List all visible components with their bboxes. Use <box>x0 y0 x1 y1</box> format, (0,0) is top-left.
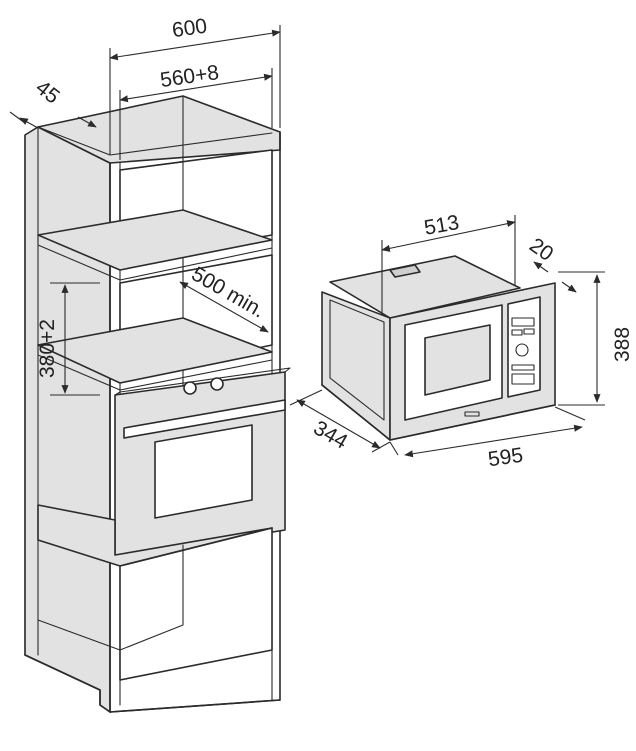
dim-niche-width: 560+8 <box>159 61 221 92</box>
microwave-button-3 <box>511 364 535 371</box>
dim-panel-depth: 45 <box>31 76 64 109</box>
microwave-window <box>424 324 491 396</box>
microwave-display <box>511 317 535 327</box>
microwave-button-1 <box>511 329 523 336</box>
oven-knob-right-icon <box>210 377 224 391</box>
dim-microwave-height: 388 <box>611 327 634 362</box>
dim-microwave-depth: 344 <box>310 416 352 454</box>
oven-handle <box>123 399 286 439</box>
lower-compartment <box>119 527 273 681</box>
microwave-logo <box>464 411 480 417</box>
dimension-lines <box>9 25 605 458</box>
oven-knob-left-icon <box>183 381 197 395</box>
dim-microwave-top-width: 513 <box>422 211 461 240</box>
dim-microwave-front-offset: 20 <box>525 234 557 266</box>
dim-microwave-width: 595 <box>487 444 525 472</box>
microwave-control-panel <box>507 296 541 398</box>
dim-niche-height: 380+2 <box>36 319 59 378</box>
microwave-start-button <box>511 373 535 385</box>
dim-cabinet-width: 600 <box>171 15 209 43</box>
built-in-microwave <box>321 255 556 441</box>
microwave-dial-icon <box>515 343 529 357</box>
upper-shelf <box>37 209 273 271</box>
microwave-vent-icon <box>389 264 421 278</box>
niche-shelf <box>37 317 273 384</box>
microwave-side <box>321 291 391 441</box>
built-in-oven <box>114 367 291 559</box>
tall-cabinet <box>24 95 291 713</box>
microwave-button-2 <box>523 328 535 335</box>
oven-window <box>154 424 253 519</box>
